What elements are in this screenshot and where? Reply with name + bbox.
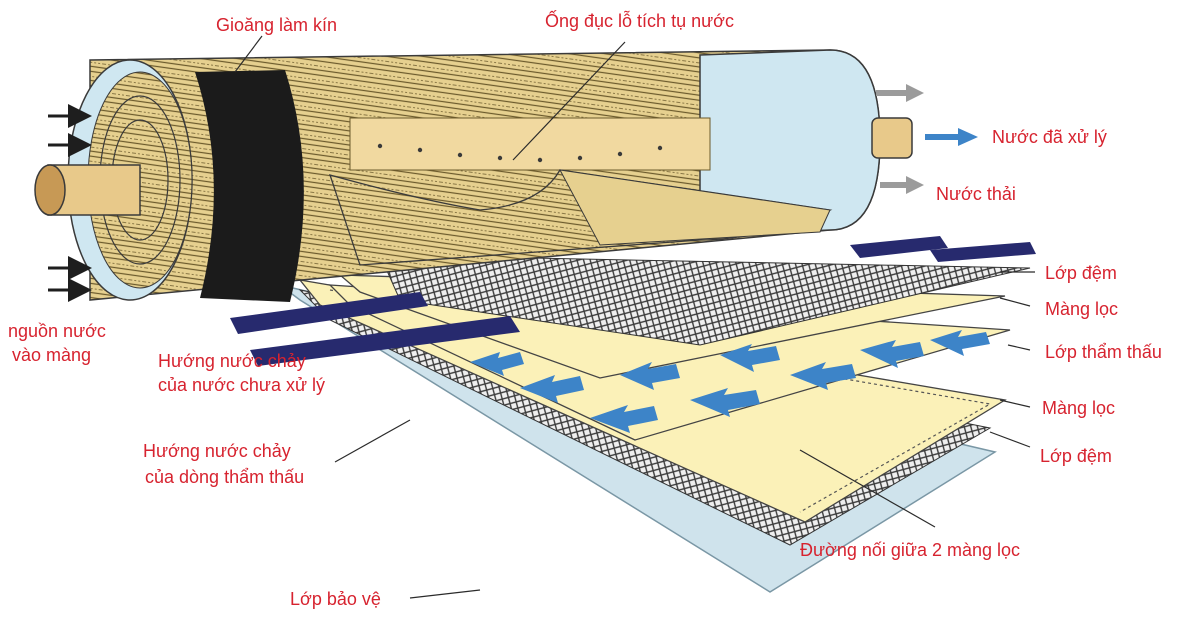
label-membrane-1: Màng lọc <box>1045 299 1119 319</box>
outlet-arrow <box>876 84 924 102</box>
permeate-flow-arrow <box>720 344 780 372</box>
permeate-outlet-tube <box>871 117 913 159</box>
permeate-flow-arrow <box>690 388 760 417</box>
label-permeate-layer: Lớp thẩm thấu <box>1045 342 1162 362</box>
label-membrane-seam: Đường nối giữa 2 màng lọc <box>800 540 1021 560</box>
label-seal: Gioăng làm kín <box>216 15 338 35</box>
leader-lines <box>234 35 1035 599</box>
roll-left-end <box>34 59 193 301</box>
label-spacer-bottom: Lớp đệm <box>1040 446 1112 466</box>
perforated-tube <box>349 117 711 171</box>
label-permeate-flow-2: của dòng thẩm thấu <box>145 467 305 487</box>
label-feed-flow-1: Hướng nước chảy <box>158 351 306 371</box>
label-feed-flow-2: của nước chưa xử lý <box>158 375 326 395</box>
outlet-arrow <box>925 128 978 146</box>
label-membrane-2: Màng lọc <box>1042 398 1116 418</box>
label-spacer-top: Lớp đệm <box>1045 263 1117 283</box>
permeate-flow-arrow <box>590 405 658 433</box>
label-feed-source-1: nguồn nước <box>8 321 106 341</box>
source-arrows <box>48 104 92 302</box>
label-permeate-flow-1: Hướng nước chảy <box>143 441 291 461</box>
feed-inlet-arrow <box>230 292 428 334</box>
outlet-arrow <box>880 176 924 194</box>
label-waste-water: Nước thải <box>936 184 1016 204</box>
seal-band <box>195 70 304 302</box>
permeate-flow-arrow <box>860 340 924 368</box>
label-protective-layer: Lớp bảo vệ <box>290 589 381 609</box>
feed-inlet-arrows <box>230 292 520 366</box>
permeate-flow-arrow <box>470 352 524 376</box>
permeate-flow-arrow <box>620 362 680 390</box>
top-spacer-mesh <box>379 254 1031 346</box>
permeate-flow-arrows <box>470 330 990 433</box>
label-treated-water: Nước đã xử lý <box>992 127 1107 147</box>
permeate-flow-arrow <box>790 362 856 390</box>
label-feed-source-2: vào màng <box>12 345 92 365</box>
label-perforated-tube: Ống đục lỗ tích tụ nước <box>545 11 734 31</box>
feed-flow-arrow <box>930 242 1036 262</box>
feed-flow-arrow <box>850 236 948 258</box>
permeate-flow-arrow <box>520 375 584 403</box>
permeate-flow-arrow <box>930 330 990 356</box>
feed-inlet-arrow <box>250 316 520 366</box>
